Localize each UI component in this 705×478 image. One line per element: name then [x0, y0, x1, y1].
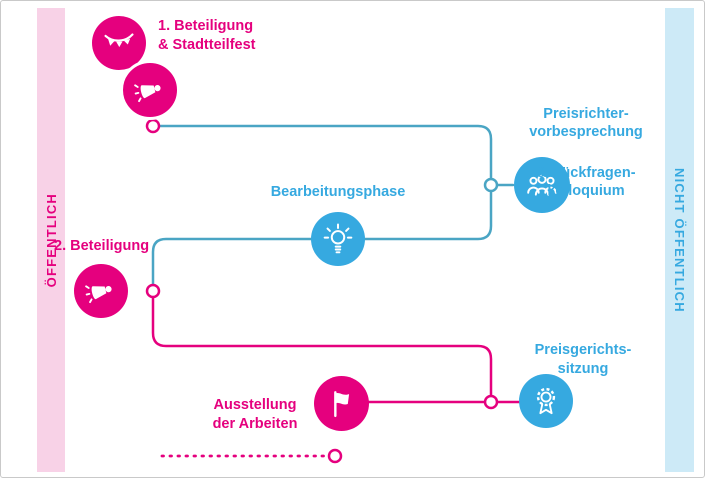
connector-step1-to-jury: [158, 124, 493, 180]
timeline-node-ausstellung: [327, 448, 343, 464]
timeline-node-step2: [145, 283, 161, 299]
flag-icon: [333, 390, 349, 417]
band-nicht-oeffentlich: NICHT ÖFFENTLICH: [665, 8, 694, 472]
connector-step2-to-preisgericht: [151, 296, 493, 397]
label-ausstellung: Ausstellung der Arbeiten: [212, 397, 298, 432]
award-rosette-icon: [536, 387, 556, 415]
ausstellung-badge: [314, 376, 369, 431]
band-nicht-oeffentlich-label: NICHT ÖFFENTLICH: [672, 167, 687, 313]
megaphone-icon: [85, 285, 112, 304]
label-preisrichter-part2: & Rückfragen- kolloquium: [536, 165, 636, 199]
label-preisgerichtssitzung: Preisgerichts- sitzung: [534, 342, 632, 377]
timeline-node-preisgericht: [483, 394, 499, 410]
bearbeitungsphase-badge: [311, 212, 365, 266]
preisgericht-badge: [519, 374, 573, 428]
label-beteiligung-1: 1. Beteiligung & Stadtteilfest: [158, 18, 256, 53]
timeline-node-step1: [145, 118, 161, 134]
megaphone-icon: [134, 84, 161, 103]
jury-badge: [514, 157, 570, 213]
festival-badge: [92, 16, 146, 70]
lightbulb-icon: [323, 223, 353, 254]
jury-people-icon: [527, 174, 557, 196]
label-preisrichtervorbesprechung: Preisrichter- vorbesprechung & Rückfrage…: [501, 87, 671, 218]
label-beteiligung-2: 2. Beteiligung: [54, 238, 150, 254]
band-oeffentlich: ÖFFENTLICH: [37, 8, 65, 472]
label-bearbeitungsphase: Bearbeitungsphase: [270, 184, 406, 200]
bunting-icon: [104, 33, 134, 48]
label-preisrichter-part1: Preisrichter- vorbesprechung: [529, 106, 643, 140]
megaphone-badge-step2: [74, 264, 128, 318]
timeline-node-jury: [483, 177, 499, 193]
megaphone-badge-step1: [120, 60, 180, 120]
